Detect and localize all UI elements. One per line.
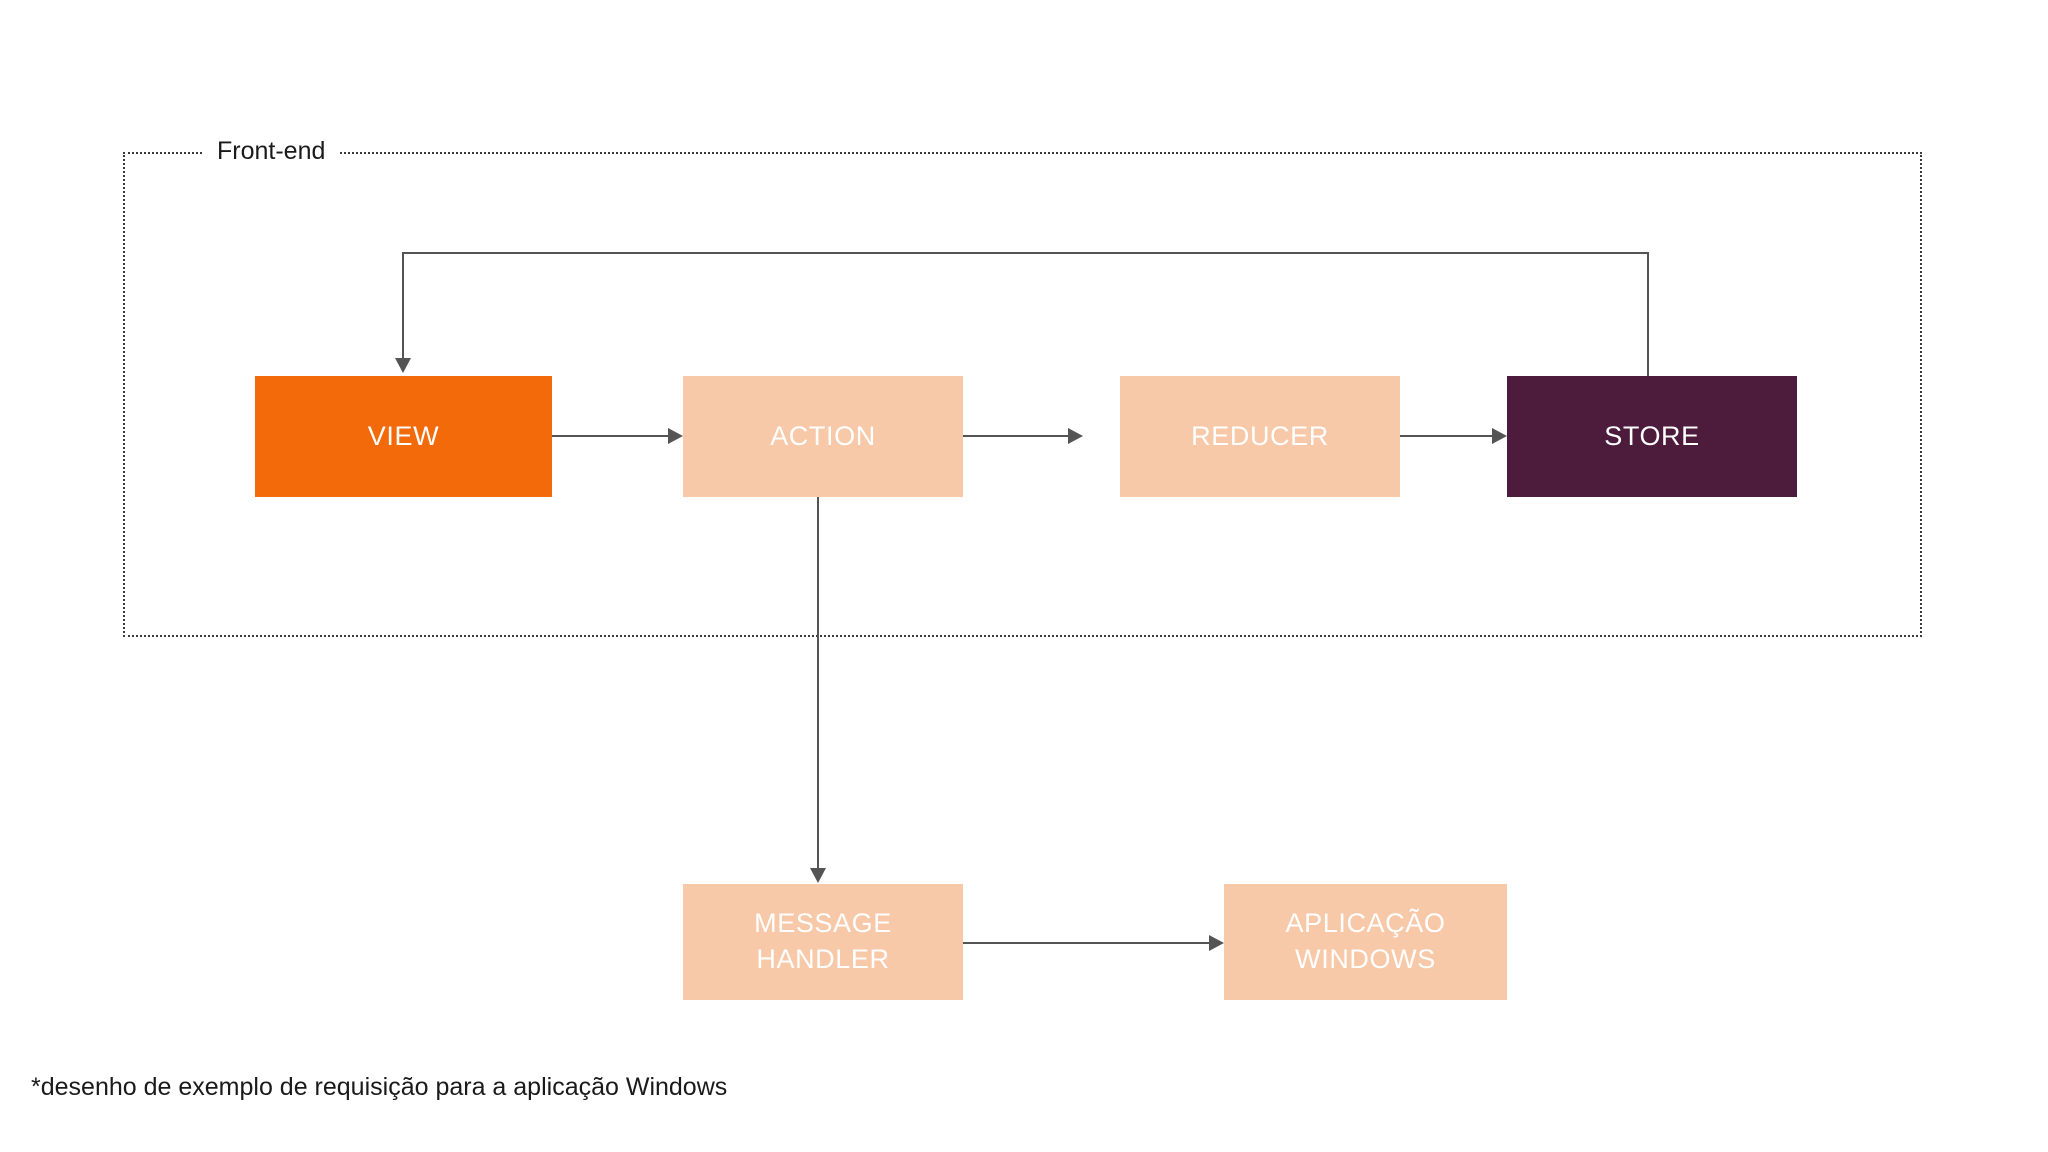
edge-action-to-message-handler (817, 497, 819, 868)
front-end-group-boundary (123, 152, 1922, 637)
node-message-handler-label-line2: HANDLER (756, 944, 890, 974)
edge-reducer-to-store (1400, 435, 1492, 437)
node-store[interactable]: STORE (1507, 376, 1797, 497)
feedback-arrowhead-view (395, 358, 411, 373)
node-view-label: VIEW (367, 421, 440, 452)
node-windows-app-label-line2: WINDOWS (1295, 944, 1436, 974)
node-store-label: STORE (1604, 421, 1700, 452)
node-action-label: ACTION (770, 421, 876, 452)
node-message-handler-label-line1: MESSAGE (754, 908, 892, 939)
node-windows-app-label: APLICAÇÃO WINDOWS (1286, 906, 1446, 977)
node-windows-app[interactable]: APLICAÇÃO WINDOWS (1224, 884, 1507, 1000)
front-end-group-label: Front-end (203, 134, 340, 168)
feedback-edge-store-up (1647, 252, 1649, 376)
arrowhead-action-to-message-handler (810, 868, 826, 883)
feedback-edge-top-span (402, 252, 1649, 254)
node-message-handler[interactable]: MESSAGE HANDLER (683, 884, 963, 1000)
feedback-edge-down-to-view (402, 252, 404, 358)
node-action[interactable]: ACTION (683, 376, 963, 497)
arrowhead-reducer-to-store (1492, 428, 1507, 444)
node-message-handler-label: MESSAGE HANDLER (754, 906, 892, 977)
arrowhead-view-to-action (668, 428, 683, 444)
arrowhead-message-handler-to-windows-app (1209, 935, 1224, 951)
node-view[interactable]: VIEW (255, 376, 552, 497)
footnote-text: *desenho de exemplo de requisição para a… (31, 1073, 728, 1101)
node-reducer-label: REDUCER (1191, 421, 1329, 452)
edge-view-to-action (552, 435, 668, 437)
edge-action-to-reducer (963, 435, 1068, 437)
arrowhead-action-to-reducer (1068, 428, 1083, 444)
node-reducer[interactable]: REDUCER (1120, 376, 1400, 497)
edge-message-handler-to-windows-app (963, 942, 1209, 944)
node-windows-app-label-line1: APLICAÇÃO (1285, 908, 1446, 939)
